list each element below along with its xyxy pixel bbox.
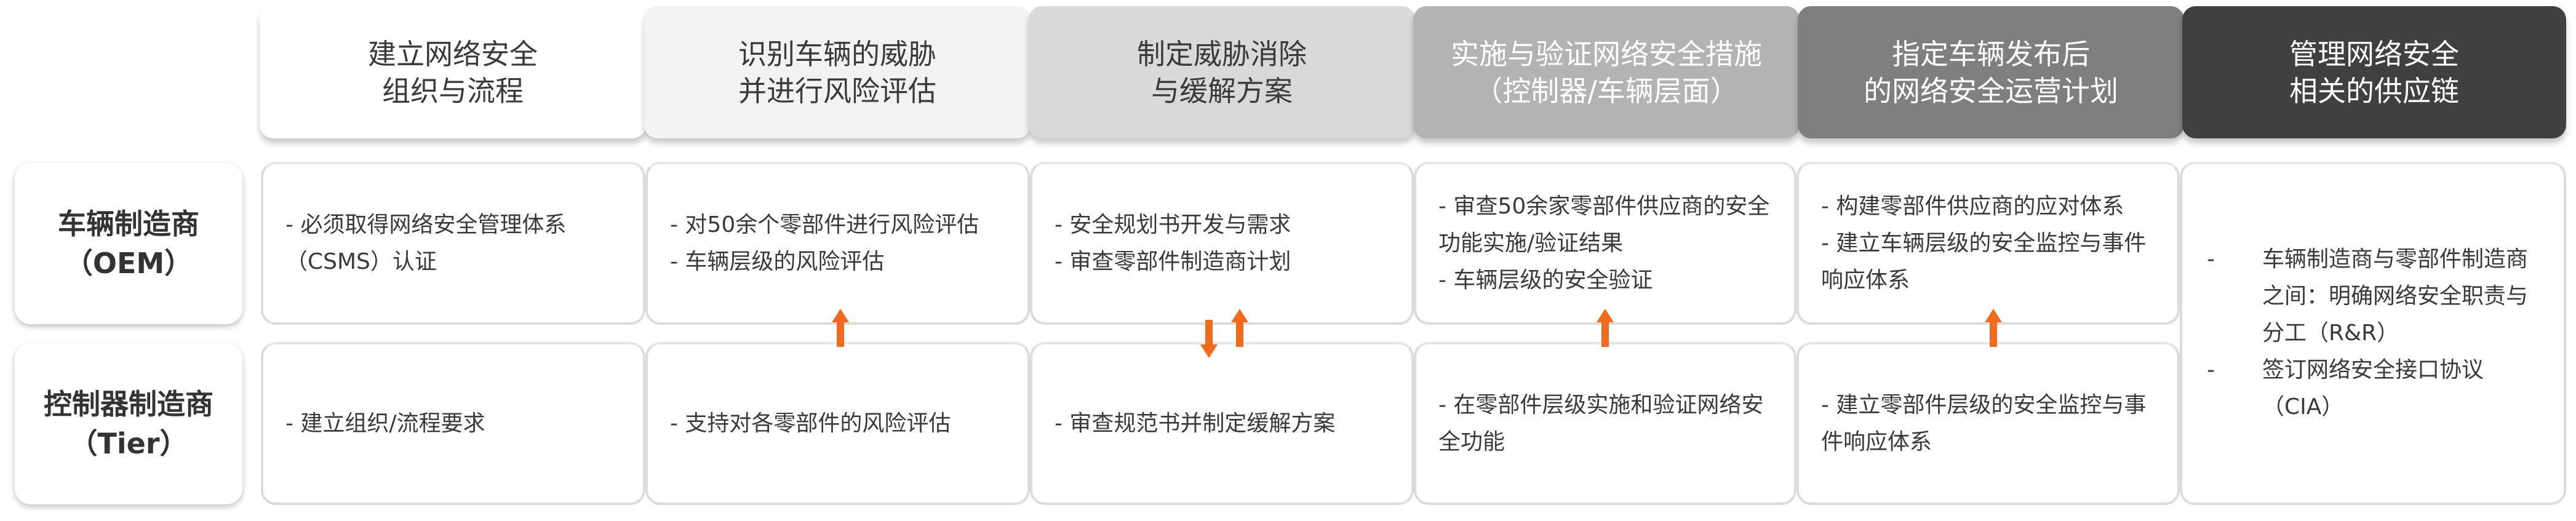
oem-cell-establish-organization: - 必须取得网络安全管理体系（CSMS）认证 xyxy=(261,162,645,325)
bullet-item: - 建立零部件层级的安全监控与事件响应体系 xyxy=(1821,392,2147,455)
arrow-up-icon xyxy=(1231,309,1248,347)
bullet-item: - 建立车辆层级的安全监控与事件响应体系 xyxy=(1821,230,2147,293)
header-establish-organization: 建立网络安全 组织与流程 xyxy=(260,6,646,138)
tier-cell-post-release-operations: - 建立零部件层级的安全监控与事件响应体系 xyxy=(1796,342,2180,505)
oem-cell-mitigation-plan: - 安全规划书开发与需求 - 审查零部件制造商计划 xyxy=(1030,162,1414,325)
row-label-tier: 控制器制造商 （Tier） xyxy=(15,343,242,504)
bullet-item: - 支持对各零部件的风险评估 xyxy=(670,410,951,436)
row-label-oem: 车辆制造商 （OEM） xyxy=(15,163,242,324)
bullet-item: - 安全规划书开发与需求 xyxy=(1055,212,1291,237)
tier-cell-mitigation-plan: - 审查规范书并制定缓解方案 xyxy=(1030,342,1414,505)
bullet-item: - 审查零部件制造商计划 xyxy=(1055,249,1291,274)
bullet-item: - 建立组织/流程要求 xyxy=(285,410,485,436)
bullet-item: - 审查规范书并制定缓解方案 xyxy=(1055,410,1336,436)
tier-cell-implement-verify: - 在零部件层级实施和验证网络安全功能 xyxy=(1414,342,1796,505)
header-mitigation-plan: 制定威胁消除 与缓解方案 xyxy=(1029,6,1415,138)
bullet-item: - 必须取得网络安全管理体系（CSMS）认证 xyxy=(285,212,567,274)
bullet-item: - 对50余个零部件进行风险评估 xyxy=(670,212,979,237)
bullet-item: - 车辆层级的安全验证 xyxy=(1438,267,1653,293)
bullet-item: - 车辆层级的风险评估 xyxy=(670,249,885,274)
arrow-up-icon xyxy=(832,309,849,347)
oem-cell-threat-risk-assessment: - 对50余个零部件进行风险评估 - 车辆层级的风险评估 xyxy=(645,162,1030,325)
arrow-down-icon xyxy=(1200,320,1218,358)
tier-cell-threat-risk-assessment: - 支持对各零部件的风险评估 xyxy=(645,342,1030,505)
header-implement-verify: 实施与验证网络安全措施 （控制器/车辆层面） xyxy=(1413,6,1800,138)
bullet-item: - 在零部件层级实施和验证网络安全功能 xyxy=(1438,392,1764,455)
bullet-item: -车辆制造商与零部件制造商之间：明确网络安全职责与分工（R&R） xyxy=(2207,247,2529,346)
tier-cell-establish-organization: - 建立组织/流程要求 xyxy=(261,342,645,505)
bullet-item: - 构建零部件供应商的应对体系 xyxy=(1821,193,2124,219)
oem-cell-post-release-operations: - 构建零部件供应商的应对体系 - 建立车辆层级的安全监控与事件响应体系 xyxy=(1796,162,2180,325)
bullet-item: -签订网络安全接口协议（CIA） xyxy=(2207,357,2484,420)
shared-cell-supply-chain: -车辆制造商与零部件制造商之间：明确网络安全职责与分工（R&R） -签订网络安全… xyxy=(2180,162,2566,505)
oem-cell-implement-verify: - 审查50余家零部件供应商的安全功能实施/验证结果 - 车辆层级的安全验证 xyxy=(1414,162,1796,325)
header-post-release-operations: 指定车辆发布后 的网络安全运营计划 xyxy=(1798,6,2184,138)
bullet-item: - 审查50余家零部件供应商的安全功能实施/验证结果 xyxy=(1438,193,1770,256)
arrow-up-icon xyxy=(1597,309,1614,347)
arrow-up-icon xyxy=(1985,309,2002,347)
header-threat-risk-assessment: 识别车辆的威胁 并进行风险评估 xyxy=(644,6,1031,138)
header-supply-chain: 管理网络安全 相关的供应链 xyxy=(2182,6,2566,138)
